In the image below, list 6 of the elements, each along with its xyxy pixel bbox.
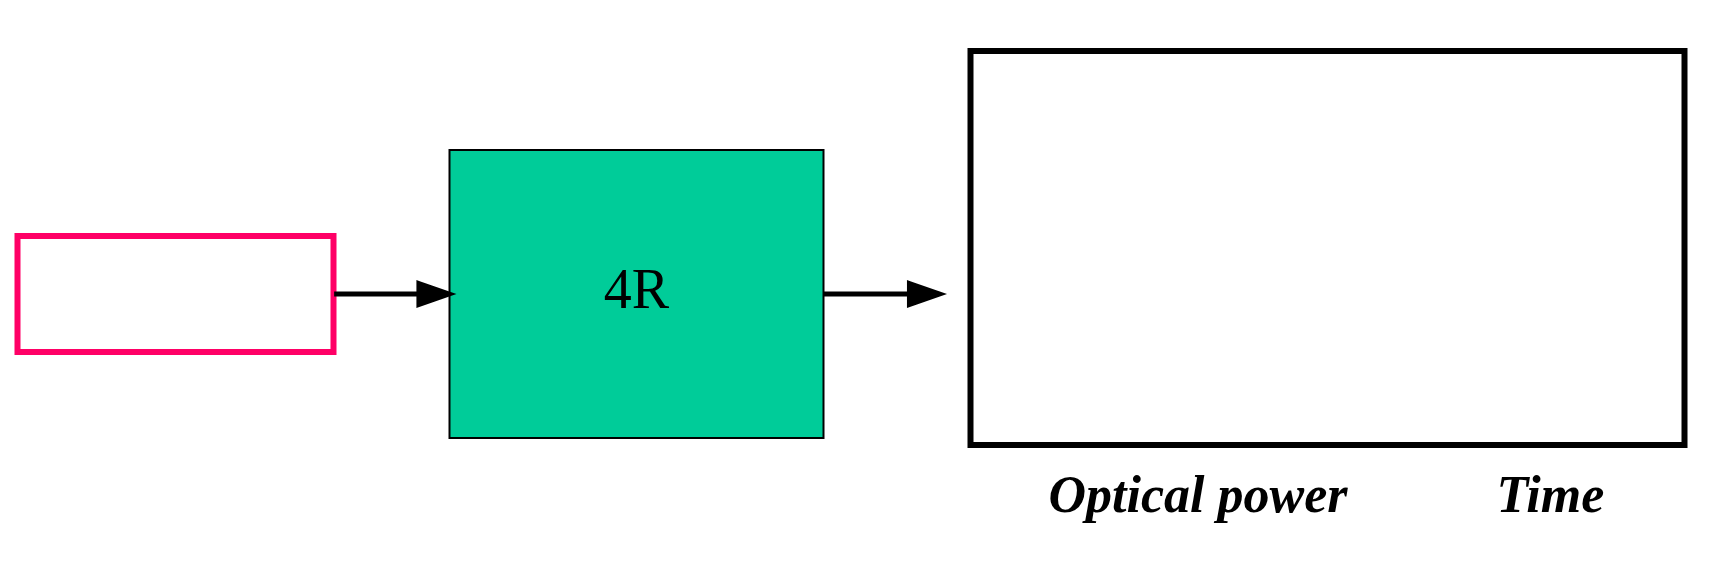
node-label: Time bbox=[1496, 465, 1604, 523]
node-box: 4R bbox=[448, 149, 824, 439]
arrow bbox=[823, 279, 947, 309]
node-label: Optical power bbox=[1048, 465, 1347, 523]
arrow bbox=[333, 279, 456, 309]
node-box bbox=[14, 233, 336, 355]
